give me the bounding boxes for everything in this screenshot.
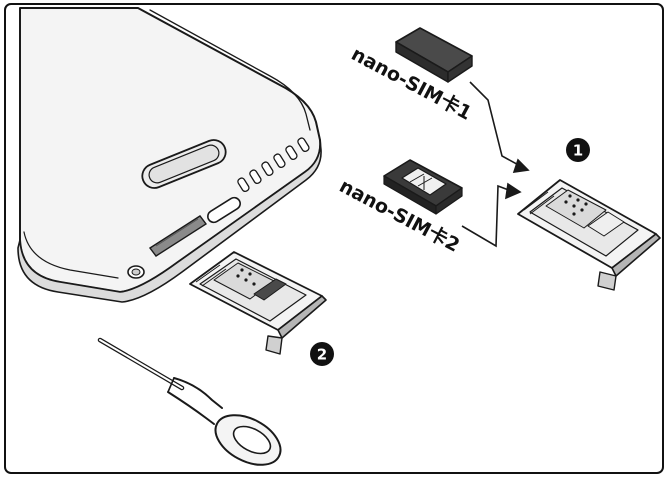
sim-tray-ejected (189, 251, 327, 355)
ejector-pin (97, 337, 282, 466)
headphone-jack (127, 265, 145, 279)
usb-port (207, 196, 241, 224)
fingerprint-button (141, 139, 227, 189)
nano-sim-card-2 (383, 159, 463, 215)
phone-sim-slot (148, 215, 208, 257)
sim-tray-insert (517, 179, 661, 291)
step-2-badge: 2 (310, 342, 334, 366)
arrow-sim1-to-tray (469, 81, 530, 173)
step-1-badge: 1 (566, 138, 590, 162)
arrow-sim2-to-tray (461, 182, 522, 248)
phone-body (17, 7, 322, 303)
step-1-number: 1 (573, 142, 583, 160)
nano-sim-card-1 (395, 27, 473, 83)
step-2-number: 2 (317, 346, 327, 364)
speaker-grille (237, 137, 310, 193)
